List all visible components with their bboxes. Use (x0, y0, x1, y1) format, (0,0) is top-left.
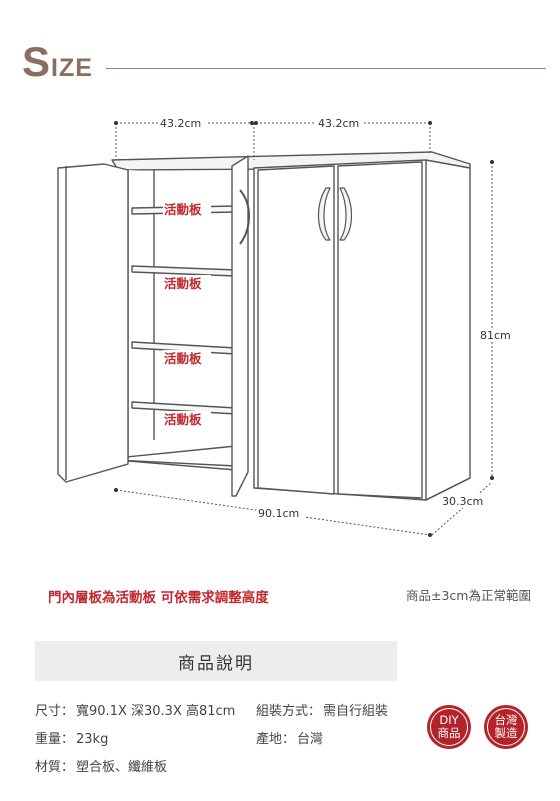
shelf-label-1: 活動板 (164, 202, 202, 217)
spec-weight-label: 重量： (35, 732, 75, 747)
open-left-door (57, 163, 129, 483)
spec-weight: 重量：23kg (35, 728, 108, 747)
size-heading: S IZE (22, 38, 93, 85)
closed-door-handle-right (339, 187, 353, 241)
shelf-label-3: 活動板 (164, 351, 202, 366)
dim-dot (490, 160, 494, 164)
shelf-label-2: 活動板 (164, 276, 202, 291)
made-in-taiwan-badge-ring: 台灣 製造 (487, 708, 525, 746)
cabinet-base-line (425, 477, 471, 501)
spec-material-label: 材質： (35, 760, 75, 775)
size-heading-rest: IZE (51, 54, 93, 82)
left-cabinet-bottom-shelf (115, 459, 237, 467)
dim-line-depth (431, 481, 493, 536)
spec-origin-label: 產地： (256, 732, 296, 747)
dim-dot (428, 533, 432, 537)
made-in-taiwan-line2: 製造 (494, 726, 518, 740)
spec-size-value: 寬90.1X 深30.3X 高81cm (76, 704, 236, 719)
dim-line-total-width (115, 489, 431, 536)
spec-material-value: 塑合板、纖維板 (76, 760, 168, 775)
size-heading-initial: S (22, 38, 51, 85)
shelf-label-4: 活動板 (164, 412, 202, 427)
tolerance-note: 商品±3cm為正常範圍 (406, 588, 531, 603)
spec-origin: 產地：台灣 (256, 728, 323, 747)
dim-dot (428, 121, 432, 125)
spec-weight-value: 23kg (76, 732, 109, 747)
description-title: 商品說明 (178, 653, 254, 674)
cabinet-diagram: 43.2cm 43.2cm 81cm 90.1cm 30.3cm 活動板 活動板… (57, 116, 514, 537)
diy-badge-line2: 商品 (437, 726, 461, 740)
heading-divider (106, 68, 546, 69)
open-door-handle (239, 189, 250, 245)
made-in-taiwan-line1: 台灣 (494, 713, 518, 727)
spec-size: 尺寸：寬90.1X 深30.3X 高81cm (35, 700, 235, 719)
diy-badge-line1: DIY (439, 713, 459, 727)
right-door-left (257, 165, 335, 495)
dim-label-total-width: 90.1cm (258, 507, 299, 520)
description-header: 商品說明 (35, 641, 397, 681)
diy-badge-ring: DIY 商品 (430, 708, 468, 746)
spec-origin-value: 台灣 (297, 732, 324, 747)
closed-door-handle-left (317, 187, 331, 241)
open-right-door (231, 155, 249, 497)
spec-assembly-label: 組裝方式： (256, 704, 322, 719)
spec-size-label: 尺寸： (35, 704, 75, 719)
dim-label-right-width: 43.2cm (318, 117, 359, 130)
dim-dot (114, 121, 118, 125)
dim-dot (490, 476, 494, 480)
made-in-taiwan-badge: 台灣 製造 (484, 705, 528, 749)
adjustable-shelf-note: 門內層板為活動板 可依需求調整高度 (48, 590, 269, 606)
dim-label-height: 81cm (480, 329, 511, 342)
spec-assembly: 組裝方式：需自行組裝 (256, 700, 388, 719)
spec-assembly-value: 需自行組裝 (323, 704, 389, 719)
spec-material: 材質：塑合板、纖維板 (35, 756, 167, 775)
diy-badge: DIY 商品 (427, 705, 471, 749)
dim-dot (250, 121, 254, 125)
dim-dot (254, 121, 258, 125)
dim-label-left-width: 43.2cm (160, 117, 201, 130)
right-door-right (337, 161, 423, 499)
dim-label-depth: 30.3cm (442, 495, 483, 508)
dim-dot (114, 488, 118, 492)
